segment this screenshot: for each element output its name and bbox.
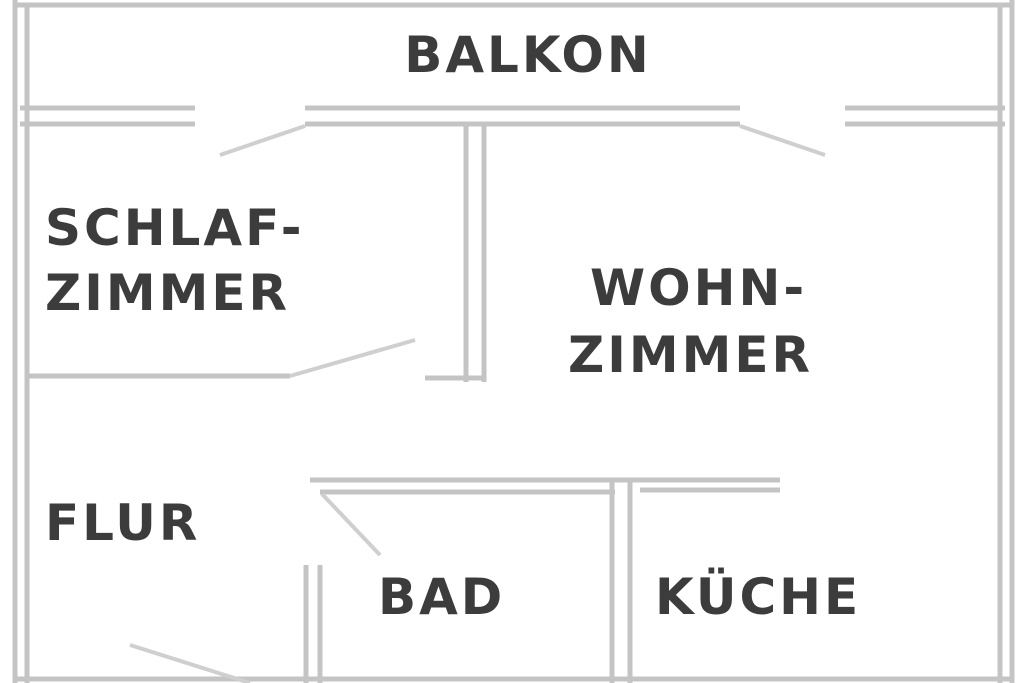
door-swings [129, 124, 826, 683]
room-label-flur: FLUR [45, 494, 200, 552]
room-label-balkon: BALKON [404, 26, 652, 84]
room-label-kueche: KÜCHE [655, 567, 861, 626]
room-label-schlafzimmer-line1: SCHLAF- [45, 199, 304, 257]
room-label-bad: BAD [378, 568, 505, 626]
room-label-wohnzimmer-line1: WOHN- [590, 259, 807, 317]
room-label-schlafzimmer-line2: ZIMMER [45, 264, 290, 322]
room-label-wohnzimmer-line2: ZIMMER [568, 326, 813, 384]
walls [12, 0, 1015, 683]
